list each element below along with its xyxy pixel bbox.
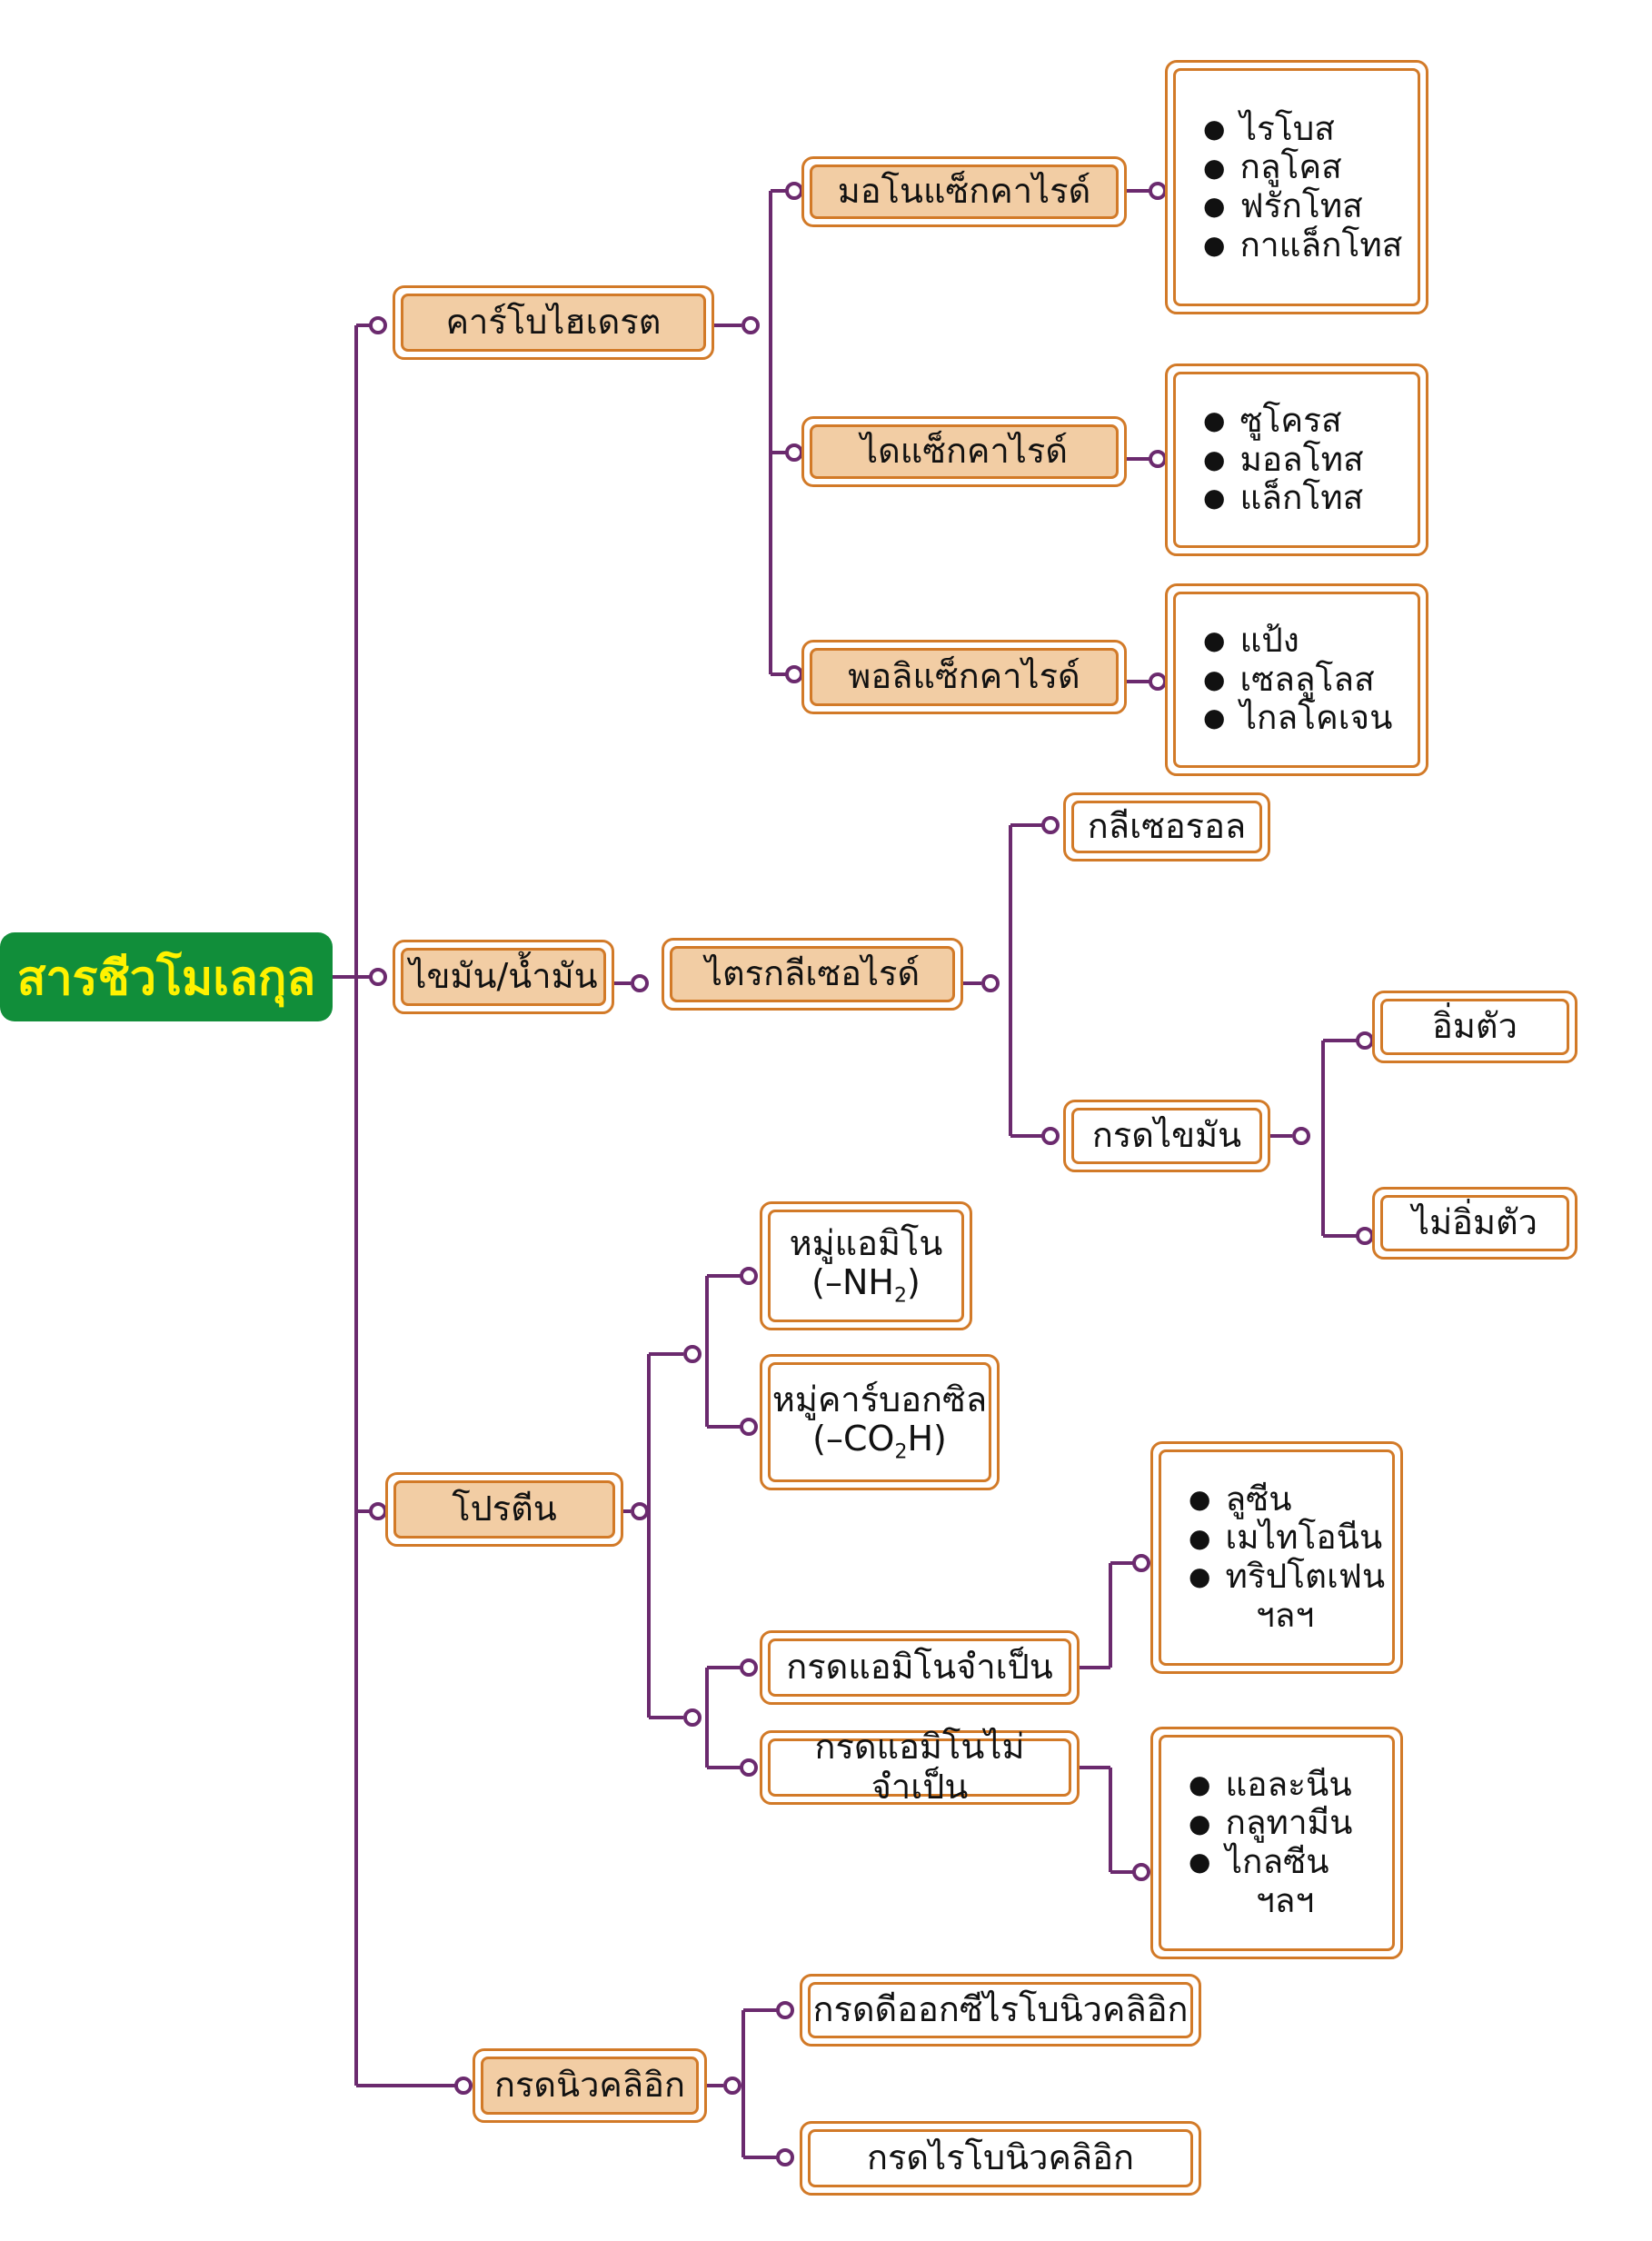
- saturated-node: อิ่มตัว: [1372, 991, 1577, 1063]
- nucleic-acid-node: กรดนิวคลิอิก: [473, 2048, 707, 2123]
- bullet-icon: ●: [1203, 443, 1226, 474]
- amino-group-node: หมู่แอมิโน (–NH2): [760, 1201, 972, 1330]
- glycerol-node: กลีเซอรอล: [1063, 792, 1270, 862]
- unsaturated-node: ไม่อิ่มตัว: [1372, 1187, 1577, 1260]
- bullet-icon: ●: [1203, 114, 1226, 144]
- bullet-icon: ●: [1189, 1522, 1211, 1553]
- monosaccharide-node: มอโนแซ็กคาไรด์: [801, 156, 1127, 227]
- lipid-label: ไขมัน/น้ำมัน: [401, 948, 606, 1006]
- list-item: ●ไกลซีน: [1189, 1842, 1329, 1881]
- polysaccharide-list: ●แป้ง ●เซลลูโลส ●ไกลโคเจน: [1165, 583, 1428, 776]
- bullet-icon: ●: [1203, 663, 1226, 694]
- list-item: ●กลูทามีน: [1189, 1803, 1353, 1843]
- carboxyl-group-node: หมู่คาร์บอกซิล (–CO2H): [760, 1354, 1000, 1490]
- bullet-icon: ●: [1189, 1847, 1211, 1877]
- bullet-icon: ●: [1189, 1769, 1211, 1800]
- list-item-etc: ฯลฯ: [1256, 1595, 1315, 1635]
- bullet-icon: ●: [1203, 625, 1226, 656]
- bullet-icon: ●: [1203, 702, 1226, 733]
- dna-node: กรดดีออกซีไรโบนิวคลิอิก: [800, 1974, 1201, 2047]
- amino-group-formula: (–NH2): [811, 1262, 921, 1308]
- monosaccharide-label: มอโนแซ็กคาไรด์: [810, 164, 1119, 219]
- dna-label: กรดดีออกซีไรโบนิวคลิอิก: [808, 1982, 1193, 2038]
- carboxyl-group-name: หมู่คาร์บอกซิล: [771, 1379, 988, 1419]
- protein-label: โปรตีน: [393, 1480, 615, 1539]
- list-item: ●ทริปโตเฟน: [1189, 1557, 1386, 1596]
- saturated-label: อิ่มตัว: [1380, 999, 1569, 1055]
- list-item: ●ไกลโคเจน: [1203, 698, 1393, 738]
- list-item: ●เมไทโอนีน: [1189, 1518, 1383, 1558]
- disaccharide-label: ไดแซ็กคาไรด์: [810, 424, 1119, 479]
- polysaccharide-node: พอลิแซ็กคาไรด์: [801, 640, 1127, 714]
- disaccharide-node: ไดแซ็กคาไรด์: [801, 416, 1127, 487]
- list-item: ●ไรโบส: [1203, 108, 1335, 148]
- list-item: ●แอละนีน: [1189, 1764, 1352, 1804]
- rna-label: กรดไรโบนิวคลิอิก: [808, 2129, 1193, 2187]
- list-item: ●ซูโครส: [1203, 401, 1342, 441]
- unsaturated-label: ไม่อิ่มตัว: [1380, 1195, 1569, 1251]
- protein-node: โปรตีน: [385, 1472, 623, 1547]
- carbohydrate-label: คาร์โบไฮเดรต: [401, 294, 706, 352]
- list-item: ●กาแล็กโทส: [1203, 224, 1403, 264]
- nonessential-amino-node: กรดแอมิโนไม่จำเป็น: [760, 1727, 1080, 1807]
- glycerol-label: กลีเซอรอล: [1071, 801, 1262, 853]
- nonessential-amino-label: กรดแอมิโนไม่จำเป็น: [768, 1727, 1071, 1807]
- essential-amino-label: กรดแอมิโนจำเป็น: [768, 1638, 1071, 1697]
- root-title: สารชีวโมเลกุล: [16, 951, 316, 1006]
- bullet-icon: ●: [1203, 229, 1226, 260]
- polysaccharide-label: พอลิแซ็กคาไรด์: [810, 648, 1119, 706]
- nonessential-amino-list: ●แอละนีน ●กลูทามีน ●ไกลซีน ฯลฯ: [1150, 1727, 1403, 1959]
- list-item: ●ฟรักโทส: [1203, 186, 1363, 225]
- list-item-etc: ฯลฯ: [1256, 1880, 1315, 1920]
- essential-amino-list: ●ลูซีน ●เมไทโอนีน ●ทริปโตเฟน ฯลฯ: [1150, 1441, 1403, 1674]
- root-node: สารชีวโมเลกุล: [0, 932, 333, 1021]
- carbohydrate-node: คาร์โบไฮเดรต: [393, 285, 714, 360]
- bullet-icon: ●: [1203, 405, 1226, 436]
- rna-node: กรดไรโบนิวคลิอิก: [800, 2121, 1201, 2196]
- bullet-icon: ●: [1203, 483, 1226, 513]
- amino-group-name: หมู่แอมิโน: [789, 1222, 943, 1263]
- triglyceride-label: ไตรกลีเซอไรด์: [670, 946, 955, 1002]
- bullet-icon: ●: [1203, 152, 1226, 183]
- list-item: ●แป้ง: [1203, 621, 1299, 661]
- fatty-acid-label: กรดไขมัน: [1071, 1108, 1262, 1164]
- essential-amino-node: กรดแอมิโนจำเป็น: [760, 1630, 1080, 1705]
- bullet-icon: ●: [1189, 1561, 1211, 1592]
- carboxyl-group-formula: (–CO2H): [812, 1419, 947, 1464]
- list-item: ●มอลโทส: [1203, 439, 1364, 479]
- bullet-icon: ●: [1203, 191, 1226, 222]
- triglyceride-node: ไตรกลีเซอไรด์: [662, 938, 963, 1011]
- monosaccharide-list: ●ไรโบส ●กลูโคส ●ฟรักโทส ●กาแล็กโทส: [1165, 60, 1428, 314]
- list-item: ●เซลลูโลส: [1203, 659, 1375, 699]
- list-item: ●ลูซีน: [1189, 1479, 1292, 1519]
- nucleic-acid-label: กรดนิวคลิอิก: [481, 2057, 699, 2115]
- bullet-icon: ●: [1189, 1484, 1211, 1515]
- fatty-acid-node: กรดไขมัน: [1063, 1100, 1270, 1172]
- list-item: ●แล็กโทส: [1203, 478, 1364, 518]
- disaccharide-list: ●ซูโครส ●มอลโทส ●แล็กโทส: [1165, 364, 1428, 556]
- bullet-icon: ●: [1189, 1808, 1211, 1838]
- list-item: ●กลูโคส: [1203, 147, 1342, 187]
- lipid-node: ไขมัน/น้ำมัน: [393, 940, 614, 1014]
